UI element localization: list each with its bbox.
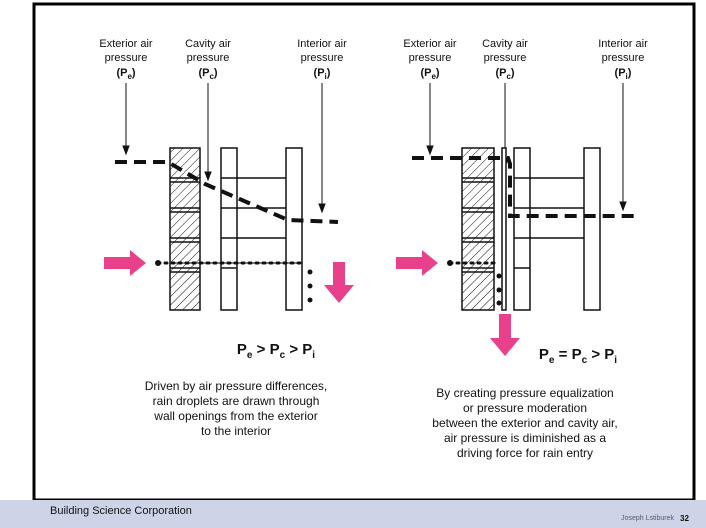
left-cavity-wall — [220, 147, 238, 311]
left-masonry-wall — [169, 147, 201, 311]
left-equation: Pe > Pc > Pi — [237, 341, 315, 361]
right-interior-wall — [530, 147, 601, 311]
right-water-path — [447, 260, 502, 306]
left-caption: Driven by air pressure differences, rain… — [145, 379, 328, 438]
svg-text:(Pe): (Pe) — [116, 67, 135, 81]
right-pressure-line — [412, 156, 636, 218]
page-number: 32 — [680, 514, 689, 523]
right-diagram: Exterior air pressure (Pe) Cavity air pr… — [396, 38, 648, 460]
svg-text:wall openings from the exterio: wall openings from the exterior — [153, 409, 317, 423]
svg-text:driving force for rain entry: driving force for rain entry — [457, 446, 593, 460]
svg-text:(Pc): (Pc) — [198, 67, 217, 81]
svg-text:to the interior: to the interior — [201, 424, 271, 438]
svg-text:or pressure moderation: or pressure moderation — [463, 401, 587, 415]
svg-text:pressure: pressure — [484, 52, 527, 64]
svg-text:rain droplets are drawn throug: rain droplets are drawn through — [153, 394, 320, 408]
svg-text:(Pi): (Pi) — [314, 67, 331, 81]
right-label-cavity: Cavity air pressure (Pc) — [482, 38, 528, 81]
right-rain-arrows — [396, 250, 520, 356]
organization-name: Building Science Corporation — [50, 505, 192, 517]
right-equation: Pe = Pc > Pi — [539, 346, 617, 366]
svg-text:pressure: pressure — [187, 52, 230, 64]
left-pressure-line — [115, 160, 339, 224]
svg-text:(Pe): (Pe) — [420, 67, 439, 81]
right-inflow-arrow — [396, 250, 438, 276]
right-masonry-wall — [461, 147, 495, 311]
left-interior-wall — [237, 147, 303, 311]
svg-text:between the exterior and cavit: between the exterior and cavity air, — [432, 416, 617, 430]
svg-text:Interior air: Interior air — [598, 38, 648, 50]
left-label-exterior: Exterior air pressure (Pe) — [99, 38, 153, 81]
svg-text:(Pi): (Pi) — [615, 67, 632, 81]
right-label-interior: Interior air pressure (Pi) — [598, 38, 648, 81]
svg-text:By creating pressure equalizat: By creating pressure equalization — [436, 386, 613, 400]
right-caption: By creating pressure equalization or pre… — [432, 386, 617, 460]
svg-text:(Pc): (Pc) — [495, 67, 514, 81]
left-diagram: Exterior air pressure (Pe) Cavity air pr… — [99, 38, 354, 438]
svg-text:Cavity air: Cavity air — [185, 38, 231, 50]
left-pointers — [122, 83, 326, 214]
svg-text:pressure: pressure — [602, 52, 645, 64]
footer-bar — [0, 500, 706, 528]
svg-text:Cavity air: Cavity air — [482, 38, 528, 50]
svg-text:pressure: pressure — [301, 52, 344, 64]
left-rain-arrows — [104, 250, 354, 303]
right-label-exterior: Exterior air pressure (Pe) — [403, 38, 457, 81]
svg-text:Exterior air: Exterior air — [403, 38, 457, 50]
left-label-cavity: Cavity air pressure (Pc) — [185, 38, 231, 81]
right-cavity-wall — [501, 147, 531, 311]
right-drain-arrow — [490, 314, 520, 356]
left-drain-arrow — [324, 262, 354, 303]
svg-text:pressure: pressure — [105, 52, 148, 64]
svg-text:Exterior air: Exterior air — [99, 38, 153, 50]
left-water-path — [155, 260, 313, 303]
svg-text:air pressure is diminished as: air pressure is diminished as a — [444, 431, 606, 445]
svg-text:Interior air: Interior air — [297, 38, 347, 50]
author-name: Joseph Lstiburek — [621, 515, 674, 522]
svg-text:pressure: pressure — [409, 52, 452, 64]
left-label-interior: Interior air pressure (Pi) — [297, 38, 347, 81]
left-inflow-arrow — [104, 250, 146, 276]
svg-text:Driven by air pressure differe: Driven by air pressure differences, — [145, 379, 328, 393]
